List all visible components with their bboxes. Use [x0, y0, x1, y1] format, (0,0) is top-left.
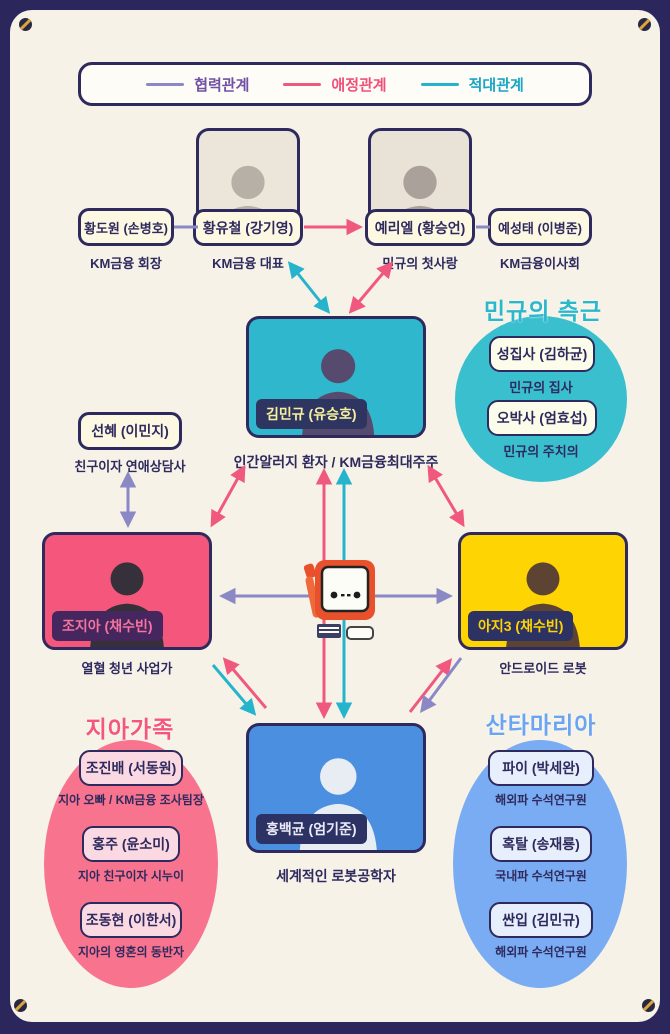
- legend-item-love: 애정관계: [283, 74, 387, 95]
- legend-item-hostility: 적대관계: [420, 74, 524, 95]
- name-tag-hong-baekgyun: 홍백균 (엄기준): [256, 814, 367, 844]
- character-box-ye-riel: 예리엘 (황승언): [365, 209, 475, 246]
- screw-icon: [14, 999, 27, 1012]
- member-box-ssanip: 싼입 (김민규): [489, 902, 593, 938]
- robot-icon: [303, 560, 375, 640]
- legend-label: 애정관계: [331, 76, 387, 94]
- legend-label: 적대관계: [468, 76, 524, 94]
- caption-ye-seongtae: KM금융이사회: [499, 256, 581, 271]
- legend: 협력관계 애정관계 적대관계: [78, 62, 592, 106]
- member-caption: 민규의 집사: [509, 380, 573, 395]
- member-caption: 해외파 수석연구원: [495, 945, 587, 959]
- caption-ye-riel: 민규의 첫사랑: [382, 256, 458, 271]
- caption-kim-mingyu: 인간알러지 환자 / KM금융최대주주: [233, 454, 439, 470]
- group-title-santa-maria: 산타마리아: [485, 712, 597, 738]
- caption-hong-baekgyun: 세계적인 로봇공학자: [276, 868, 396, 884]
- member-caption: 해외파 수석연구원: [495, 793, 587, 807]
- photo-jo-jia: 조지아 (채수빈): [42, 532, 212, 650]
- member-caption: 지아의 영혼의 동반자: [77, 945, 185, 959]
- caption-seonhye: 친구이자 연애상담사: [74, 459, 186, 474]
- member-box-pai: 파이 (박세완): [488, 750, 594, 786]
- screw-icon: [638, 18, 651, 31]
- group-title-jia-family: 지아가족: [85, 716, 175, 742]
- character-box-ye-seongtae: 예성태 (이병준): [488, 208, 592, 246]
- group-title-mingyu-aides: 민규의 측근: [483, 298, 603, 324]
- member-caption: 국내파 수석연구원: [495, 869, 587, 883]
- member-box-hongju: 홍주 (윤소미): [82, 826, 180, 862]
- member-box-jo-jinbae: 조진배 (서동원): [79, 750, 183, 786]
- photo-aji3: 아지3 (채수빈): [458, 532, 628, 650]
- name-tag-jo-jia: 조지아 (채수빈): [52, 611, 163, 641]
- photo-kim-mingyu: 김민규 (유승호): [246, 316, 426, 438]
- caption-hwang-yucheol: KM금융 대표: [212, 256, 284, 271]
- photo-hong-baekgyun: 홍백균 (엄기준): [246, 723, 426, 853]
- member-caption: 지아 친구이자 시누이: [77, 869, 185, 883]
- caption-hwang-dowon: KM금융 회장: [90, 256, 162, 271]
- character-box-hwang-dowon: 황도원 (손병호): [78, 208, 174, 246]
- caption-jo-jia: 열혈 청년 사업가: [81, 661, 173, 676]
- member-caption: 지아 오빠 / KM금융 조사팀장: [58, 793, 204, 807]
- name-tag-kim-mingyu: 김민규 (유승호): [256, 399, 367, 429]
- character-box-seonhye: 선혜 (이민지): [78, 412, 182, 450]
- name-tag-aji3: 아지3 (채수빈): [468, 611, 574, 641]
- hostility-line-icon: [420, 82, 459, 86]
- member-caption: 민규의 주치의: [503, 444, 579, 459]
- cooperation-line-icon: [146, 82, 185, 86]
- member-box-o-baksa: 오박사 (엄효섭): [487, 400, 597, 436]
- member-box-hoktal: 혹탈 (송재룡): [490, 826, 592, 862]
- screw-icon: [19, 18, 32, 31]
- legend-item-cooperation: 협력관계: [146, 74, 249, 95]
- screw-icon: [642, 999, 655, 1012]
- caption-aji3: 안드로이드 로봇: [499, 661, 587, 676]
- legend-label: 협력관계: [194, 76, 250, 94]
- member-box-seong-jipsa: 성집사 (김하균): [489, 336, 595, 372]
- love-line-icon: [283, 82, 322, 86]
- character-box-hwang-yucheol: 황유철 (강기영): [193, 209, 303, 246]
- member-box-jo-donghyun: 조동현 (이한서): [80, 902, 182, 938]
